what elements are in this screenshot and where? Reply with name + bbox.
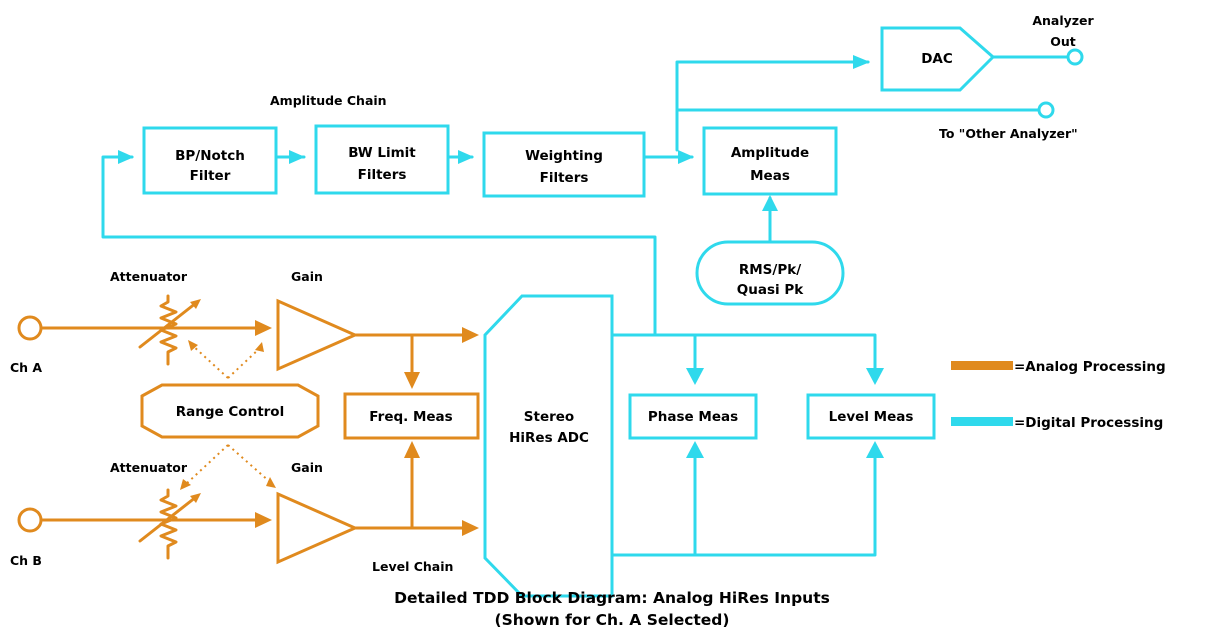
bw-limit-filters-block bbox=[314, 124, 450, 195]
arrow-dotted-gain-a bbox=[255, 342, 264, 352]
range-control-block bbox=[140, 383, 320, 439]
arrow-into-level-top bbox=[866, 368, 884, 385]
bp-notch-label-2: Filter bbox=[190, 168, 231, 184]
level-meas-block bbox=[806, 393, 936, 440]
legend-analog-label: =Analog Processing bbox=[1014, 359, 1166, 375]
arrow-into-phase-bottom bbox=[686, 441, 704, 458]
attenuator-b-symbol bbox=[138, 488, 201, 560]
wire-adc-top-bus bbox=[610, 333, 877, 382]
amplitude-meas-block bbox=[702, 126, 838, 196]
freq-meas-block bbox=[343, 392, 480, 440]
gain-b-triangle bbox=[276, 491, 359, 565]
arrow-dotted-att-b bbox=[180, 479, 191, 490]
legend-digital-swatch bbox=[951, 417, 1013, 426]
arrow-into-freq-top bbox=[404, 372, 420, 389]
ch-a-label: Ch A bbox=[10, 360, 42, 375]
weighting-filters-block bbox=[482, 131, 646, 198]
stereo-hires-adc-block bbox=[483, 294, 614, 598]
dac-block bbox=[880, 26, 996, 92]
adc-label-2: HiRes ADC bbox=[509, 430, 589, 446]
digital-wiring bbox=[101, 55, 1072, 557]
legend-analog-swatch bbox=[951, 361, 1013, 370]
analyzer-out-terminal bbox=[1066, 48, 1084, 66]
adc-label-1: Stereo bbox=[524, 409, 574, 425]
analog-wiring bbox=[40, 326, 474, 530]
rms-pk-quasi-pk-block bbox=[695, 240, 845, 306]
arrow-into-amp bbox=[678, 150, 694, 164]
range-control-label: Range Control bbox=[176, 404, 284, 420]
arrow-into-freq-bottom bbox=[404, 441, 420, 458]
phase-meas-block bbox=[628, 393, 758, 440]
legend: =Analog Processing =Digital Processing bbox=[951, 359, 1166, 431]
arrow-dotted-gain-b bbox=[266, 477, 276, 488]
bw-limit-label-2: Filters bbox=[358, 167, 407, 183]
cha-input-terminal bbox=[17, 315, 43, 341]
chb-input-terminal bbox=[17, 507, 43, 533]
rms-label-1: RMS/Pk/ bbox=[739, 262, 801, 278]
bp-notch-label-1: BP/Notch bbox=[175, 148, 245, 164]
amplitude-meas-label-1: Amplitude bbox=[731, 145, 809, 161]
bw-limit-label-1: BW Limit bbox=[348, 145, 416, 161]
attenuator-b-label: Attenuator bbox=[110, 460, 188, 475]
bp-notch-filter-block bbox=[142, 126, 278, 195]
arrow-into-amp-from-rms bbox=[762, 195, 778, 211]
dotted-range-to-gain-a bbox=[227, 347, 261, 379]
arrow-into-phase-top bbox=[686, 368, 704, 385]
dotted-range-to-att-a bbox=[191, 344, 229, 379]
arrow-into-gain-a bbox=[255, 320, 272, 336]
rms-label-2: Quasi Pk bbox=[737, 282, 804, 298]
level-chain-label: Level Chain bbox=[372, 559, 453, 574]
gain-a-label: Gain bbox=[291, 269, 323, 284]
level-meas-label: Level Meas bbox=[829, 409, 914, 425]
arrow-into-gain-b bbox=[255, 512, 272, 528]
labels: Amplitude Chain BP/Notch Filter BW Limit… bbox=[10, 13, 1095, 629]
wire-to-dac bbox=[675, 60, 870, 152]
dotted-range-to-att-b bbox=[184, 444, 229, 486]
analyzer-out-label-2: Out bbox=[1050, 34, 1076, 49]
arrow-dotted-att-a bbox=[188, 340, 198, 351]
weighting-label-1: Weighting bbox=[525, 148, 603, 164]
weighting-label-2: Filters bbox=[540, 170, 589, 186]
freq-meas-label: Freq. Meas bbox=[369, 409, 452, 425]
attenuator-a-symbol bbox=[138, 294, 201, 366]
gain-b-label: Gain bbox=[291, 460, 323, 475]
dac-label: DAC bbox=[921, 51, 953, 67]
caption-line-2: (Shown for Ch. A Selected) bbox=[495, 611, 730, 629]
caption-line-1: Detailed TDD Block Diagram: Analog HiRes… bbox=[394, 589, 830, 607]
other-analyzer-terminal bbox=[1037, 101, 1055, 119]
arrow-into-dac bbox=[853, 55, 870, 69]
amplitude-meas-label-2: Meas bbox=[750, 168, 790, 184]
wire-adc-bottom-bus bbox=[610, 445, 877, 557]
dotted-range-to-gain-b bbox=[227, 444, 271, 483]
analyzer-out-label-1: Analyzer bbox=[1032, 13, 1094, 28]
analog-blocks bbox=[17, 294, 480, 565]
legend-digital-label: =Digital Processing bbox=[1014, 415, 1163, 431]
arrowheads bbox=[118, 55, 884, 536]
ch-b-label: Ch B bbox=[10, 553, 42, 568]
arrow-into-level-bottom bbox=[866, 441, 884, 458]
attenuator-a-label: Attenuator bbox=[110, 269, 188, 284]
arrow-into-bw bbox=[289, 150, 305, 164]
gain-a-triangle bbox=[276, 298, 359, 372]
wire-feedback-loop bbox=[101, 155, 657, 337]
phase-meas-label: Phase Meas bbox=[648, 409, 738, 425]
amplitude-chain-label: Amplitude Chain bbox=[270, 93, 387, 108]
arrow-into-adc-b bbox=[462, 520, 479, 536]
arrow-into-adc-a bbox=[462, 327, 479, 343]
digital-blocks bbox=[142, 26, 1084, 598]
other-analyzer-label: To "Other Analyzer" bbox=[939, 126, 1078, 141]
arrow-into-bp bbox=[118, 150, 134, 164]
arrow-into-weighting bbox=[458, 150, 474, 164]
